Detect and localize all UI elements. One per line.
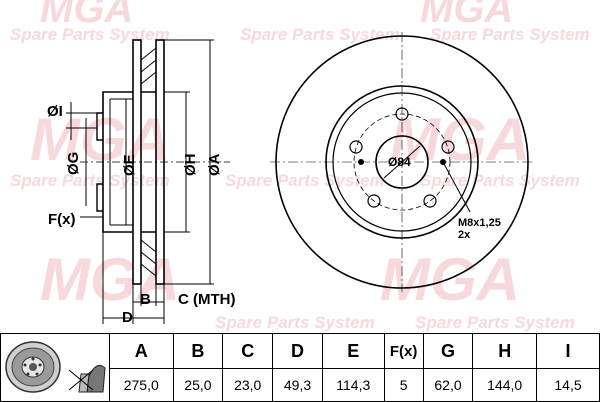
value-f: 5: [383, 368, 424, 402]
dim-label-d: D: [122, 309, 133, 326]
watermark-tagline: Spare Parts System: [415, 313, 575, 332]
side-view-labels: ØI ØG ØE ØH ØA F(x) B C (MTH) D: [47, 103, 235, 326]
dim-label-g: ØG: [65, 152, 82, 175]
value-i: 14,5: [536, 368, 600, 402]
bolt-holes: [349, 107, 455, 208]
front-view-labels: Ø84 M8x1,25 2x: [388, 155, 501, 241]
dim-label-b: B: [140, 291, 151, 308]
header-e: E: [321, 332, 385, 370]
header-f: F(x): [383, 332, 424, 370]
watermark-tagline: Spare Parts System: [10, 25, 170, 44]
dim-label-f: F(x): [48, 211, 76, 228]
dim-label-c: C (MTH): [178, 291, 235, 308]
value-h: 144,0: [472, 368, 537, 402]
value-g: 62,0: [422, 368, 474, 402]
table-header-row: A B C D E F(x) G H I: [0, 332, 600, 402]
brake-caliper-icon: [68, 364, 106, 393]
watermark-tagline: Spare Parts System: [240, 25, 400, 44]
header-i: I: [536, 332, 600, 370]
center-bore-label: Ø84: [388, 155, 411, 169]
watermark-tagline: Spare Parts System: [430, 25, 590, 44]
value-d: 49,3: [272, 368, 323, 402]
watermark-brand: MGA: [40, 0, 133, 31]
dim-label-a: ØA: [206, 153, 223, 176]
watermark-tagline: Spare Parts System: [215, 313, 375, 332]
value-e: 114,3: [321, 368, 385, 402]
front-view: [270, 32, 534, 292]
thread-count-label: 2x: [458, 229, 471, 241]
dim-label-h: ØH: [182, 154, 199, 177]
dim-label-e: ØE: [121, 154, 138, 176]
dim-label-i: ØI: [47, 103, 63, 120]
header-c: C: [222, 332, 274, 370]
bolt-hole: [441, 140, 455, 154]
hub-inner: [109, 98, 133, 226]
value-a: 275,0: [109, 368, 174, 402]
watermark-brand: MGA: [380, 246, 520, 313]
watermark-tagline: Spare Parts System: [10, 171, 170, 190]
header-h: H: [472, 332, 537, 370]
watermark-brand: MGA: [420, 0, 513, 31]
value-c: 23,0: [222, 368, 274, 402]
bolt-hole: [349, 140, 363, 154]
icon-cell: [0, 333, 110, 402]
header-g: G: [422, 332, 474, 370]
header-b: B: [172, 332, 224, 370]
watermark-tagline: Spare Parts System: [225, 171, 385, 190]
watermark-brand: MGA: [390, 106, 530, 173]
dimension-lines: [66, 39, 214, 324]
watermark: MGA MGA Spare Parts System Spare Parts S…: [10, 0, 590, 332]
header-a: A: [109, 332, 174, 370]
thread-label: M8x1,25: [458, 217, 501, 229]
brake-disc-icon: [5, 341, 106, 393]
value-b: 25,0: [172, 368, 224, 402]
cooling-vanes: [140, 47, 157, 277]
side-view: [66, 39, 230, 324]
dimension-table: A B C D E F(x) G H I 275,0 25,0 23,0 49,…: [0, 332, 600, 402]
watermark-tagline: Spare Parts System: [420, 171, 580, 190]
bolt-hole: [423, 194, 437, 208]
bolt-hole: [367, 194, 381, 208]
watermark-brand: MGA: [40, 246, 180, 313]
header-d: D: [272, 332, 323, 370]
